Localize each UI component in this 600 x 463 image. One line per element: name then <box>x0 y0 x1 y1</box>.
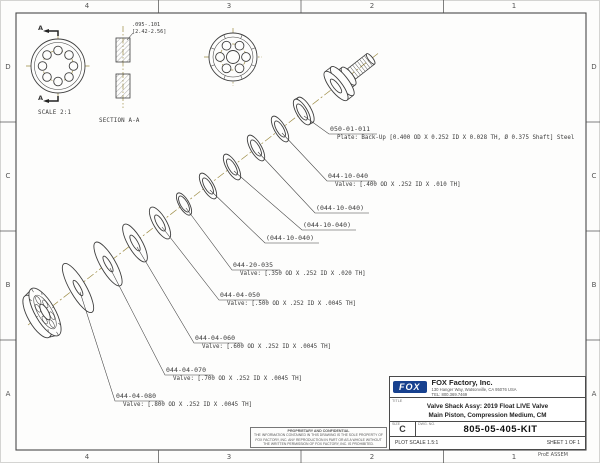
title-label: TITLE <box>392 399 403 403</box>
piston-hub <box>22 287 62 339</box>
callout: (044-10-040) <box>316 204 364 213</box>
piston-front-view <box>26 33 90 99</box>
company-name: FOX Factory, Inc. <box>431 377 493 387</box>
zone-label: C <box>591 172 597 180</box>
leader-lines <box>79 115 377 402</box>
plot-scale: PLOT SCALE 1.5:1 <box>395 440 439 446</box>
zone-label: 3 <box>226 453 232 461</box>
part-number: 050-01-011 <box>330 125 371 133</box>
callout: (044-10-040) <box>266 234 314 243</box>
part-number: (044-10-040) <box>303 221 352 229</box>
part-number: 044-04-050 <box>220 291 261 299</box>
size-label: SIZE <box>392 422 400 426</box>
callout: 044-04-070 Valve: [.700 OD X .252 ID X .… <box>166 366 302 384</box>
zone-label: B <box>5 281 11 289</box>
zone-label: 2 <box>369 453 375 461</box>
section-view <box>115 26 134 108</box>
drawing-number: 805-05-405-KIT <box>463 424 538 435</box>
zone-label: C <box>5 172 11 180</box>
drawing-number-row: SIZE C DWG. NO. 805-05-405-KIT <box>390 422 585 437</box>
part-number: (044-10-040) <box>266 234 315 242</box>
callout: 050-01-011 Plate: Back-Up [0.400 OD X 0.… <box>330 125 574 143</box>
section-arrowhead-bottom <box>43 99 49 103</box>
backup-plate <box>292 96 315 126</box>
callout: 044-04-050 Valve: [.500 OD X .252 ID X .… <box>220 291 356 309</box>
shim-800 <box>61 262 95 314</box>
shim-400-2 <box>222 153 242 181</box>
part-number: 044-20-035 <box>233 261 274 269</box>
zone-label: D <box>591 63 597 71</box>
company-address: 130 Hanger Way, Watsonville, CA 95076 US… <box>431 386 517 392</box>
part-number: 044-04-080 <box>116 392 157 400</box>
part-description: Valve: [.800 OD X .252 ID X .0045 TH] <box>123 402 253 409</box>
zone-label: 3 <box>226 2 232 10</box>
title-line-2: Main Piston, Compression Medium, CM <box>428 412 547 420</box>
thickness-dimension: .095-.101 [2.42-2.56] <box>132 22 166 35</box>
part-number: 044-04-060 <box>195 334 236 342</box>
cut-plane-label-top: A <box>38 24 44 32</box>
shim-350 <box>175 192 193 216</box>
dim-mm: [2.42-2.56] <box>132 28 167 35</box>
zone-label: D <box>5 63 11 71</box>
callout: 044-04-080 Valve: [.800 OD X .252 ID X .… <box>116 392 252 410</box>
title-block: FOX FOX Factory, Inc. 130 Hanger Way, Wa… <box>389 376 586 450</box>
section-cut-arrows <box>49 30 59 102</box>
shaft-part <box>323 53 376 102</box>
fox-logo: FOX <box>393 381 427 393</box>
section-arrowhead-top <box>43 29 49 33</box>
callout: (044-10-040) <box>303 221 351 230</box>
section-label: SECTION A-A <box>99 118 140 124</box>
zone-label: 1 <box>511 2 517 10</box>
main-piston-front-view <box>204 28 262 86</box>
dwg-no-label: DWG. NO. <box>418 422 436 426</box>
callout: 044-10-040 Valve: [.400 OD X .252 ID X .… <box>328 172 461 190</box>
callout: 044-04-060 Valve: [.600 OD X .252 ID X .… <box>195 334 331 352</box>
part-number: (044-10-040) <box>316 204 365 212</box>
zone-label: A <box>5 390 11 398</box>
title-block-footer: PLOT SCALE 1.5:1 SHEET 1 OF 1 <box>390 437 585 449</box>
part-description: Valve: [.350 OD X .252 ID X .020 TH] <box>240 271 366 278</box>
size-cell: SIZE C <box>390 422 416 436</box>
zone-label: 1 <box>511 453 517 461</box>
part-description: Valve: [.400 OD X .252 ID X .010 TH] <box>335 182 461 189</box>
drawing-title: TITLE Valve Shack Assy: 2019 Float LIVE … <box>390 398 585 422</box>
cad-system-note: ProE ASSEM <box>538 452 568 458</box>
title-line-1: Valve Shack Assy: 2019 Float LIVE Valve <box>426 403 549 410</box>
scale-label: SCALE 2:1 <box>38 110 72 116</box>
part-number: 044-04-070 <box>166 366 207 374</box>
part-number: 044-10-040 <box>328 172 369 180</box>
callout: 044-20-035 Valve: [.350 OD X .252 ID X .… <box>233 261 366 279</box>
sheet-info: SHEET 1 OF 1 <box>546 440 580 446</box>
title-block-header: FOX FOX Factory, Inc. 130 Hanger Way, Wa… <box>390 377 585 398</box>
zone-label: B <box>591 281 597 289</box>
shim-700 <box>93 241 123 287</box>
part-description: Valve: [.600 OD X .252 ID X .0045 TH] <box>202 344 332 351</box>
zone-label: 2 <box>369 2 375 10</box>
dim-inches: .095-.101 <box>132 22 161 28</box>
proprietary-notice: PROPRIETARY AND CONFIDENTIAL THE INFORMA… <box>250 427 387 448</box>
part-description: Plate: Back-Up [0.400 OD X 0.252 ID X 0.… <box>337 135 575 142</box>
assembly-centerline <box>27 53 379 326</box>
shim-400-1 <box>198 172 218 200</box>
shim-500 <box>148 206 172 240</box>
shim-600 <box>122 223 148 263</box>
dwg-cell: DWG. NO. 805-05-405-KIT <box>416 422 585 436</box>
zone-label: 4 <box>84 453 90 461</box>
zone-label: 4 <box>84 2 90 10</box>
zone-label: A <box>591 390 597 398</box>
proprietary-body: THE INFORMATION CONTAINED IN THIS DRAWIN… <box>254 433 383 446</box>
proprietary-heading: PROPRIETARY AND CONFIDENTIAL <box>287 429 350 433</box>
sheet-size: C <box>399 424 406 434</box>
cut-plane-label-bottom: A <box>38 94 44 102</box>
company-info: FOX Factory, Inc. 130 Hanger Way, Watson… <box>432 378 517 397</box>
part-description: Valve: [.500 OD X .252 ID X .0045 TH] <box>227 301 357 308</box>
part-description: Valve: [.700 OD X .252 ID X .0045 TH] <box>173 376 303 383</box>
company-phone: TEL: 800.369.7469 <box>431 391 468 397</box>
